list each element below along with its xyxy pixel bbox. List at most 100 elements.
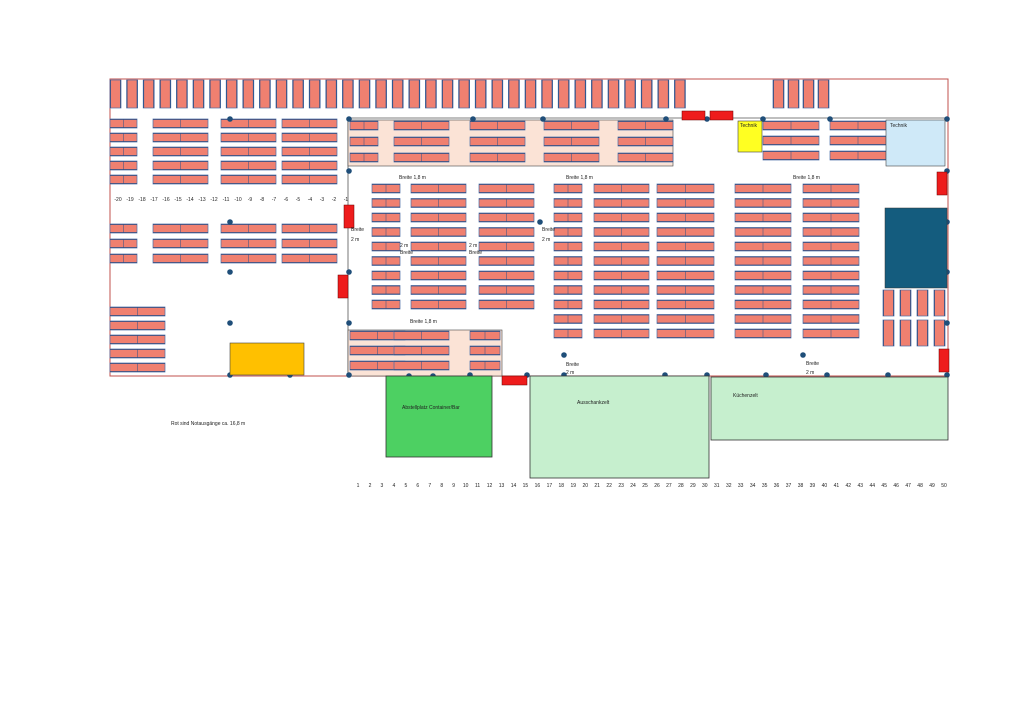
beer-table-167 [734, 314, 792, 324]
beer-table-170 [802, 198, 860, 208]
beer-table-49 [152, 174, 209, 185]
beer-table-83 [469, 120, 526, 131]
beer-table-147 [656, 183, 715, 194]
beer-table-112 [410, 256, 467, 266]
beer-table-20 [425, 79, 437, 109]
beer-table-104 [371, 270, 401, 281]
top-axis-labels: -20-19-18-17-16-15-14-13-12-11-10-9-8-7-… [114, 197, 348, 203]
post-19 [227, 320, 233, 326]
bottom-axis-label: 21 [594, 483, 600, 489]
beer-table-107 [410, 183, 467, 194]
beer-table-171 [802, 212, 860, 223]
beer-table-133 [553, 299, 583, 310]
beer-table-84 [469, 136, 526, 147]
beer-table-6 [192, 79, 205, 109]
beer-table-151 [656, 241, 715, 252]
emergency-exit-2 [709, 110, 734, 121]
beer-table-74 [109, 334, 166, 345]
beer-table-21 [441, 79, 454, 109]
bottom-axis-label: 3 [381, 483, 384, 489]
beer-table-15 [342, 79, 354, 109]
bottom-axis-label: 26 [654, 483, 660, 489]
top-axis-label: -8 [260, 197, 265, 203]
beer-table-142 [593, 270, 650, 281]
bottom-axis-label: 48 [917, 483, 923, 489]
bottom-axis-label: 1 [357, 483, 360, 489]
beer-table-186 [469, 330, 501, 341]
top-axis-label: -3 [320, 197, 325, 203]
top-axis-label: -15 [174, 197, 181, 203]
beer-table-42 [109, 146, 138, 157]
beer-table-78 [349, 136, 379, 147]
orange-block [229, 342, 305, 376]
post-9 [944, 116, 950, 122]
beer-table-162 [734, 241, 792, 252]
width-small-4: Breite [400, 250, 413, 256]
technik-left-label: Technik [740, 123, 757, 129]
beer-table-173 [802, 241, 860, 252]
post-35 [824, 372, 830, 378]
beer-table-65 [152, 253, 209, 264]
beer-table-159 [734, 198, 792, 208]
beer-table-17 [375, 79, 387, 109]
bottom-axis-label: 37 [786, 483, 792, 489]
beer-table-71 [281, 253, 338, 264]
bottom-axis-label: 13 [499, 483, 505, 489]
post-21 [944, 320, 950, 326]
beer-table-25 [508, 79, 520, 109]
beer-table-59 [281, 174, 338, 185]
beer-table-67 [220, 238, 277, 249]
beer-table-132 [553, 285, 583, 295]
beer-table-105 [371, 285, 401, 295]
emergency-exit-layer [337, 110, 950, 386]
bottom-axis-label: 43 [858, 483, 864, 489]
beer-table-33 [640, 79, 653, 109]
width-small-5: 2 m [469, 243, 477, 249]
bottom-axis-label: 31 [714, 483, 720, 489]
post-14 [537, 219, 543, 225]
post-33 [763, 372, 769, 378]
beer-table-75 [109, 348, 166, 359]
beer-table-12 [292, 79, 304, 109]
beer-table-51 [220, 132, 277, 143]
technik-box-right [885, 119, 946, 167]
container-bar-area [385, 375, 493, 458]
ausschank-zelt [529, 375, 710, 479]
beer-table-188 [469, 360, 501, 371]
beer-table-55 [281, 118, 338, 129]
emergency-exit-7 [501, 375, 528, 386]
beer-table-46 [152, 132, 209, 143]
table-layer [109, 79, 946, 373]
bottom-axis-label: 33 [738, 483, 744, 489]
beer-table-44 [109, 174, 138, 185]
beer-table-52 [220, 146, 277, 157]
beer-table-68 [220, 253, 277, 264]
bottom-axis-label: 9 [452, 483, 455, 489]
beer-table-119 [478, 227, 535, 237]
beer-table-76 [109, 362, 166, 373]
top-axis-label: -11 [223, 197, 230, 203]
post-12 [227, 219, 233, 225]
beer-table-130 [553, 256, 583, 266]
post-20 [346, 320, 352, 326]
beer-table-184 [393, 345, 450, 356]
beer-table-193 [882, 319, 895, 347]
beer-table-95 [829, 120, 887, 131]
bottom-axis-label: 14 [511, 483, 517, 489]
bottom-axis-label: 47 [905, 483, 911, 489]
beer-table-160 [734, 212, 792, 223]
bottom-axis-label: 16 [535, 483, 541, 489]
emergency-exit-3 [343, 204, 355, 229]
bottom-axis-label: 5 [404, 483, 407, 489]
beer-table-70 [281, 238, 338, 249]
beer-table-141 [593, 256, 650, 266]
beer-table-138 [593, 212, 650, 223]
beer-table-100 [371, 212, 401, 223]
bottom-axis-label: 15 [523, 483, 529, 489]
beer-table-169 [802, 183, 860, 194]
beer-table-183 [393, 330, 450, 341]
bottom-axis-label: 46 [893, 483, 899, 489]
bottom-axis-label: 29 [690, 483, 696, 489]
post-7 [760, 116, 766, 122]
